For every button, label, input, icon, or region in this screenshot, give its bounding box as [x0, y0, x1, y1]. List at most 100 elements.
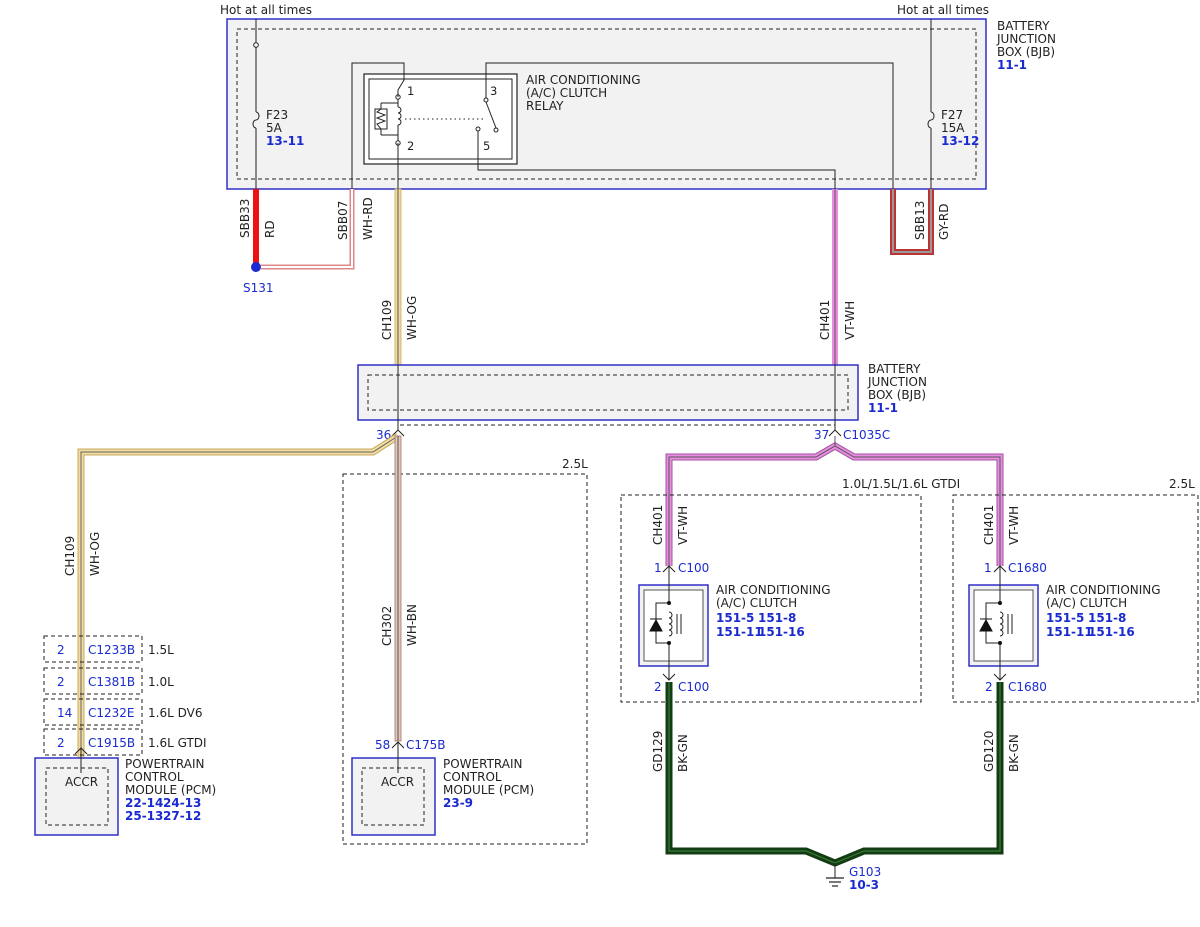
clutch-a-pin-2-icon: [662, 673, 676, 681]
wire-ch109-left-core: [80, 435, 399, 768]
wire-ground-core: [668, 682, 1001, 864]
bjb-mid-box: [357, 364, 859, 421]
wire-sbb07-core: [261, 189, 353, 268]
clutch-b-label-2: (A/C) CLUTCH: [1046, 596, 1127, 610]
pcm-connector-3-variant: 1.6L DV6: [148, 706, 202, 720]
pcm-connector-1-id: C1233B: [88, 643, 135, 657]
clutch-b-ref-2: 151-8: [1088, 611, 1126, 625]
wire-ch109-top-color: WH-OG: [405, 296, 419, 340]
clutch-b-diode-icon: [979, 618, 993, 632]
wire-sbb33: [253, 189, 259, 267]
relay-switch-arm: [485, 101, 497, 129]
ground-name: G103: [849, 865, 881, 879]
wire-gd120-color: BK-GN: [1007, 734, 1021, 772]
wire-ch401-b-circuit: CH401: [982, 505, 996, 545]
variant-2-5l-label-clutch: 2.5L: [1169, 477, 1195, 491]
clutch-b-conn-1: C1680: [1008, 561, 1047, 575]
wire-sbb13-circuit: SBB13: [913, 201, 927, 240]
bjb-mid-pin-36-icon: [391, 429, 405, 437]
wire-sbb13-color: GY-RD: [937, 203, 951, 240]
relay-pin-5-out: [477, 131, 836, 189]
pcm-connector-1-pin: 2: [57, 643, 65, 657]
pcm-mid-ref: 23-9: [443, 796, 473, 810]
bjb-top-label-3: BOX (BJB): [997, 45, 1055, 59]
pcm-mid-connector: C175B: [406, 738, 446, 752]
bjb-top-label-1: BATTERY: [997, 19, 1050, 33]
pcm-connector-2-variant: 1.0L: [148, 675, 174, 689]
clutch-b-node-top: [998, 601, 1002, 605]
wire-ch401-split-edge: [665, 441, 1004, 566]
clutch-b-coil-icon: [999, 611, 1004, 637]
wire-ch401-split-core: [668, 445, 1001, 566]
pcm-left-label-3: MODULE (PCM): [125, 783, 216, 797]
splice-s131: [251, 262, 261, 272]
clutch-a-diode-icon: [649, 618, 663, 632]
fuse-f27-rating: 15A: [941, 121, 965, 135]
clutch-a-node-bottom: [667, 641, 671, 645]
relay-switch-contact: [493, 127, 499, 133]
clutch-b-label-1: AIR CONDITIONING: [1046, 583, 1161, 597]
wire-ch302-color: WH-BN: [405, 604, 419, 646]
pcm-connector-row-4: [43, 728, 143, 756]
clutch-b-node-bottom: [998, 641, 1002, 645]
bjb-top-box: [226, 18, 987, 190]
pcm-connector-2-id: C1381B: [88, 675, 135, 689]
clutch-b-pin-2-icon: [993, 673, 1007, 681]
pcm-connector-1-variant: 1.5L: [148, 643, 174, 657]
clutch-a-pin-2: 2: [654, 680, 662, 694]
clutch-b-ref-4: 151-16: [1088, 625, 1135, 639]
pcm-connector-row-3: [43, 698, 143, 726]
clutch-a-label-1: AIR CONDITIONING: [716, 583, 831, 597]
ground-ref: 10-3: [849, 878, 879, 892]
relay-pin-1-feed: [351, 62, 405, 189]
pcm-connector-2-pin: 2: [57, 675, 65, 689]
clutch-b-conn-2: C1680: [1008, 680, 1047, 694]
bjb-mid-ref: 11-1: [868, 401, 898, 415]
wire-ch401-a-color: VT-WH: [676, 506, 690, 545]
pcm-left-ref-2: 24-13: [163, 796, 201, 810]
fuse-f27-icon: [927, 111, 935, 129]
pcm-mid-inner: [361, 767, 425, 826]
variant-2-5l-label-pcm: 2.5L: [562, 457, 588, 471]
clutch-a-ref-1: 151-5: [716, 611, 754, 625]
bjb-mid-label-1: BATTERY: [868, 362, 921, 376]
pcm-connector-row-2: [43, 667, 143, 695]
wire-gd120-circuit: GD120: [982, 731, 996, 772]
pcm-connector-4-id: C1915B: [88, 736, 135, 750]
clutch-b-ref-1: 151-5: [1046, 611, 1084, 625]
wire-ch401-split: [666, 443, 1003, 566]
relay-pin-5: 5: [483, 139, 490, 153]
clutch-a-ref-2: 151-8: [758, 611, 796, 625]
wire-sbb07-circuit: SBB07: [336, 201, 350, 240]
wire-ch401-top-circuit: CH401: [818, 300, 832, 340]
variant-gtdi-boundary: [620, 494, 922, 703]
relay-coil-icon: [397, 106, 402, 126]
pcm-mid-pin: 58: [375, 738, 390, 752]
pcm-left-ref-3: 25-13: [125, 809, 163, 823]
fuse-f27-ref: 13-12: [941, 134, 979, 148]
bjb-mid-label-3: BOX (BJB): [868, 388, 926, 402]
fuse-f23-rating: 5A: [266, 121, 283, 135]
bjb-mid-dashed-boundary: [367, 374, 849, 411]
variant-2-5l-boundary-pcm: [342, 473, 588, 845]
clutch-a-ref-4: 151-16: [758, 625, 805, 639]
clutch-a-ref-3: 151-11: [716, 625, 763, 639]
bjb-mid-label-2: JUNCTION: [867, 375, 927, 389]
variant-2-5l-boundary-clutch: [952, 494, 1199, 703]
clutch-a-pin-1: 1: [654, 561, 662, 575]
pcm-mid-label-2: CONTROL: [443, 770, 502, 784]
pcm-left-label-1: POWERTRAIN: [125, 757, 205, 771]
clutch-b-pin-1: 1: [984, 561, 992, 575]
bjb-mid-pin-37: 37: [814, 428, 829, 442]
wire-ch109-left-color: WH-OG: [88, 532, 102, 576]
bjb-mid-connector: C1035C: [843, 428, 890, 442]
fuse-f27-name: F27: [941, 108, 963, 122]
variant-gtdi-label: 1.0L/1.5L/1.6L GTDI: [842, 477, 960, 491]
fuse-f23-name: F23: [266, 108, 288, 122]
pcm-mid-inner-label: ACCR: [381, 775, 414, 789]
clutch-b-pin-2: 2: [985, 680, 993, 694]
bjb-mid-pin-37-icon: [828, 429, 842, 437]
wire-sbb33-color: RD: [263, 220, 277, 238]
pcm-connector-row-1: [43, 635, 143, 663]
